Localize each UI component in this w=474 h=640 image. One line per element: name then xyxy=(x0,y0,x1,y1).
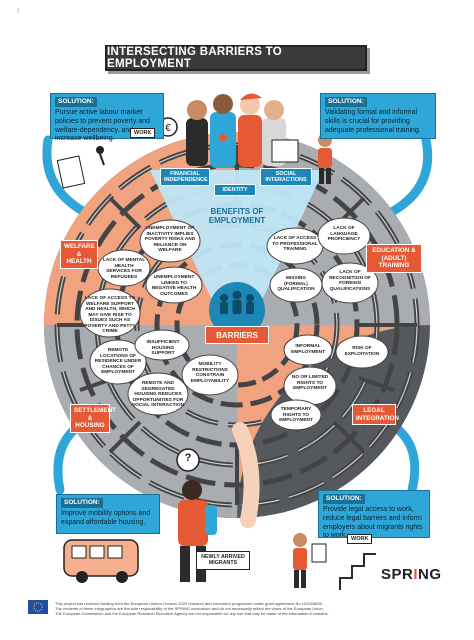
solution-box-education: SOLUTION: Validating formal and informal… xyxy=(320,93,436,139)
barrier-education-3: LACK OF RECOGNITION OF FOREIGN QUALIFICA… xyxy=(329,270,371,292)
arrow-left-top xyxy=(42,135,95,220)
svg-text:€: € xyxy=(165,123,171,134)
barrier-education-0: LACK OF ACCESS TO PROFESSIONAL TRAINING xyxy=(272,236,318,253)
barrier-settlement-1: INSUFFICIENT HOUSING SUPPORT xyxy=(146,340,180,357)
stairs-illustration xyxy=(56,140,138,189)
solution-label: SOLUTION: xyxy=(325,97,367,108)
solution-label: SOLUTION: xyxy=(323,494,365,505)
barrier-legal-3: TEMPORARY RIGHTS TO EMPLOYMENT xyxy=(279,407,313,424)
bus-illustration xyxy=(63,539,139,583)
solution-text: Validating formal and informal skills is… xyxy=(325,109,421,134)
category-legal-integration: LEGAL INTEGRATION xyxy=(352,404,399,426)
barrier-settlement-0: REMOTE LOCATIONS OF RESIDENCE UNDER CHAN… xyxy=(94,348,142,376)
work-sign-left: WORK xyxy=(130,128,156,138)
benefit-social-interactions: SOCIAL INTERACTIONS xyxy=(260,168,312,187)
benefit-financial-independence: FINANCIAL INDEPENDENCE xyxy=(160,168,210,187)
benefits-beam xyxy=(150,170,324,300)
category-education-training: EDUCATION & (ADULT) TRAINING xyxy=(366,244,422,273)
barrier-welfare-1: LACK OF MENTAL HEALTH SERVICES FOR REFUG… xyxy=(102,258,146,280)
barrier-welfare-3: LACK OF ACCESS TO WELFARE SUPPORT AND HE… xyxy=(84,296,136,335)
spring-logo: SPRING xyxy=(381,566,442,583)
barrier-settlement-2: MOBILITY RESTRICTIONS CONSTRAIN EMPLOYAB… xyxy=(190,362,230,384)
solution-text: Improve mobility options and expand affo… xyxy=(61,510,151,526)
barriers-label: BARRIERS xyxy=(205,326,269,344)
question-mark: ? xyxy=(184,452,192,464)
footer-line: This project has received funding from t… xyxy=(55,601,323,606)
newly-arrived-migrants-label: NEWLY ARRIVED MIGRANTS xyxy=(196,551,250,570)
barrier-welfare-0: UNEMPLOYMENT OR INACTIVITY IMPLIES POVER… xyxy=(144,226,196,254)
barrier-welfare-2: UNEMPLOYMENT LINKED TO NEGATIVE HEALTH O… xyxy=(151,275,197,297)
solution-label: SOLUTION: xyxy=(55,97,97,108)
barrier-legal-0: INFORMAL EMPLOYMENT xyxy=(291,344,325,355)
footer-line: The European Commission and the European… xyxy=(55,611,329,617)
page-title: INTERSECTING BARRIERS TO EMPLOYMENT xyxy=(105,45,367,71)
benefit-identity: IDENTITY xyxy=(214,184,256,197)
solution-text: Provide legal access to work, reduce leg… xyxy=(323,506,423,540)
barrier-education-2: MISSING (FORMAL) QUALIFICATION xyxy=(277,276,315,293)
category-settlement-housing: SETTLEMENT & HOUSING xyxy=(70,404,116,433)
benefits-title: BENEFITS OF EMPLOYMENT xyxy=(208,207,266,225)
solution-box-legal: SOLUTION: Provide legal access to work, … xyxy=(318,490,430,540)
arrow-right-top xyxy=(381,135,433,220)
footer-disclaimer: This project has received funding from t… xyxy=(55,601,435,617)
barrier-settlement-3: REMOTE AND SEGREGATED HOUSING REDUCES OP… xyxy=(131,381,185,409)
logo-part-main: SPR xyxy=(381,566,414,583)
barrier-legal-1: RISK OF EXPLOITATION xyxy=(344,346,380,357)
category-welfare-health: WELFARE & HEALTH xyxy=(60,240,98,269)
footer-line: The contents of these infographics are t… xyxy=(55,606,324,612)
barrier-legal-2: NO OR LIMITED RIGHTS TO EMPLOYMENT xyxy=(291,375,329,392)
solution-box-housing: SOLUTION: Improve mobility options and e… xyxy=(56,494,160,534)
solution-label: SOLUTION: xyxy=(61,498,103,509)
migrant-figure-illustration xyxy=(176,422,260,582)
solution-text: Pursue active labour market policies to … xyxy=(55,109,150,143)
barrier-education-1: LACK OF LANGUAGE PROFICIENCY xyxy=(327,226,361,243)
logo-part-accent: I xyxy=(413,566,419,583)
work-sign-right: WORK xyxy=(347,534,373,544)
people-group-illustration: € xyxy=(158,93,299,168)
logo-part-rest: NG xyxy=(418,566,442,583)
legal-person-illustration xyxy=(293,533,376,590)
